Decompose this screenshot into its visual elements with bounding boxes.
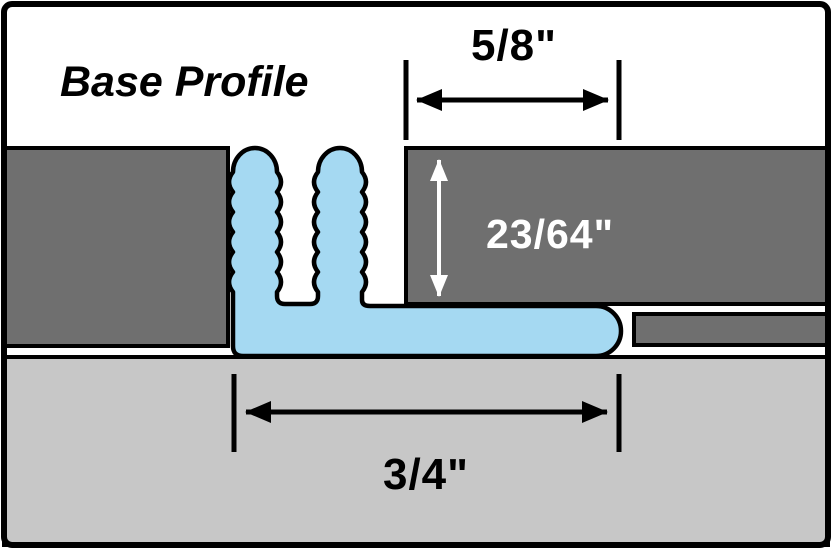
dimension-bottom-width: 3/4" — [231, 374, 622, 499]
dimension-top-width: 5/8" — [403, 21, 622, 140]
dimension-label-side: 23/64" — [486, 211, 614, 257]
dimension-label-top: 5/8" — [471, 21, 557, 70]
base-profile-shape — [226, 145, 624, 359]
left-flooring-panel — [2, 146, 230, 348]
diagram-title: Base Profile — [60, 58, 309, 106]
right-flooring-panel — [404, 146, 830, 306]
right-lower-panel — [632, 312, 830, 347]
dimension-side-height: 23/64" — [430, 159, 614, 297]
dimension-label-bottom: 3/4" — [383, 450, 469, 499]
